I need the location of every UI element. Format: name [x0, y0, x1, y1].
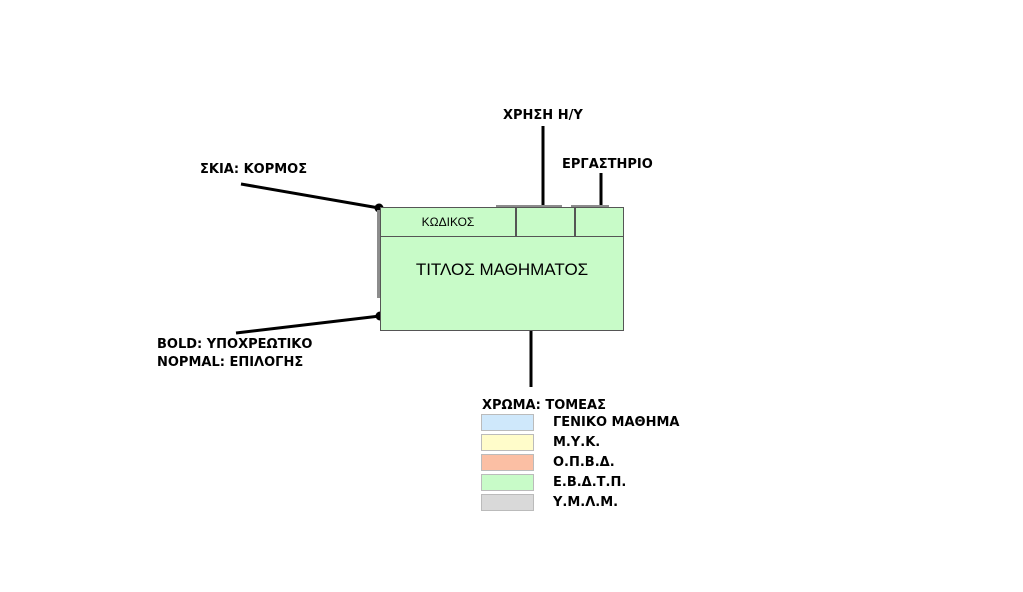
computer-use-cell [516, 207, 575, 237]
laboratory-label: ΕΡΓΑΣΤΗΡΙΟ [562, 157, 653, 172]
legend-swatch-myk [481, 434, 534, 451]
trunk-shadow-top [496, 205, 562, 208]
trunk-shadow-left [377, 210, 380, 298]
bold-pointer [235, 314, 381, 335]
legend-label-myk: Μ.Υ.Κ. [553, 435, 601, 450]
bold-label: BOLD: ΥΠΟΧΡΕΩΤΙΚΟ [157, 337, 313, 352]
legend-label-general: ΓΕΝΙΚΟ ΜΑΘΗΜΑ [553, 415, 680, 430]
legend-swatch-evdtp [481, 474, 534, 491]
color-label: ΧΡΩΜΑ: ΤΟΜΕΑΣ [482, 398, 607, 413]
shadow-pointer [240, 182, 380, 210]
course-title: ΤΙΤΛΟΣ ΜΑΘΗΜΑΤΟΣ [415, 260, 589, 279]
laboratory-cell [575, 207, 624, 237]
trunk-shadow-top-right [571, 205, 609, 208]
normal-label: NOPMAL: ΕΠΙΛΟΓΗΣ [157, 355, 304, 370]
course-code-cell: ΚΩΔΙΚΟΣ [380, 207, 516, 237]
legend-label-evdtp: Ε.Β.Δ.Τ.Π. [553, 475, 627, 490]
legend-label-ymlm: Υ.Μ.Λ.Μ. [553, 495, 619, 510]
legend-swatch-general [481, 414, 534, 431]
legend-label-opvd: Ο.Π.Β.Δ. [553, 455, 615, 470]
computer-use-label: ΧΡΗΣΗ Η/Υ [503, 108, 583, 123]
legend-swatch-opvd [481, 454, 534, 471]
legend-swatch-ymlm [481, 494, 534, 511]
shadow-label: ΣΚΙΑ: ΚΟΡΜΟΣ [200, 162, 308, 177]
